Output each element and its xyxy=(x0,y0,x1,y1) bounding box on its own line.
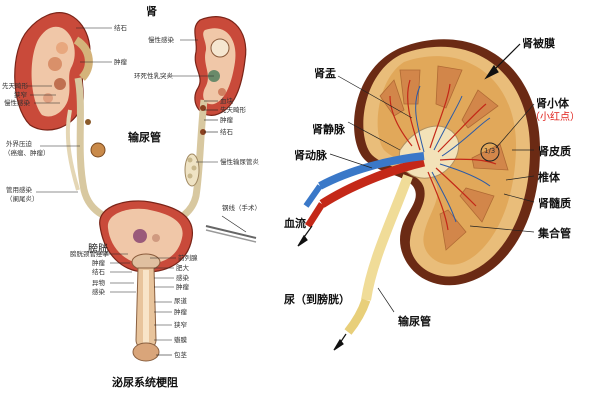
label-r-stone: 结石 xyxy=(220,128,233,136)
label-l-stricture: 狭窄 xyxy=(14,91,27,99)
label-r-cong: 先天畸形 xyxy=(220,106,246,114)
label-ureter-right: 输尿管 xyxy=(398,315,431,328)
label-p-neck: 膀胱颈管痉挛 xyxy=(70,250,109,258)
label-p-infl: 感染 xyxy=(92,288,105,296)
label-l-lower2: （阑尾炎） xyxy=(6,195,39,203)
label-l-tumor: 肿瘤 xyxy=(114,58,127,66)
label-cortex: 肾皮质 xyxy=(538,145,571,158)
label-u-tumor: 肿瘤 xyxy=(174,308,187,316)
label-l-lower: 管用感染 xyxy=(6,186,32,194)
label-p-stone: 结石 xyxy=(92,268,105,276)
label-u-stric: 狭窄 xyxy=(174,321,187,329)
label-bladder: 膀胱 xyxy=(88,244,108,255)
label-blood: 血流 xyxy=(284,217,306,230)
label-u-prep: 包茎 xyxy=(174,351,187,359)
label-r-infl: 慢性感染 xyxy=(148,36,174,44)
kidney-section xyxy=(303,39,540,335)
label-corpuscle: 肾小体 xyxy=(536,97,569,110)
label-vein: 肾静脉 xyxy=(312,123,345,136)
label-pyramid: 椎体 xyxy=(538,171,560,184)
label-r-dil: 慢性输尿管炎 xyxy=(220,158,259,166)
label-r-tb: 环死性乳突炎 xyxy=(134,72,173,80)
label-marker: 1/3 xyxy=(484,147,496,155)
label-r-clot: 血块 xyxy=(220,97,233,105)
label-u-urethra: 尿道 xyxy=(174,297,187,305)
label-artery: 肾动脉 xyxy=(294,149,327,162)
label-l-outer: 外界压迫 xyxy=(6,140,32,148)
label-p-tumor: 肿瘤 xyxy=(92,259,105,267)
left-kidney xyxy=(14,12,93,131)
label-p-tumorb: 肿瘤 xyxy=(176,283,189,291)
label-p-inflb: 感染 xyxy=(176,274,189,282)
label-capsule: 肾被膜 xyxy=(522,37,555,50)
label-ureter-left: 输尿管 xyxy=(128,131,161,144)
label-kidney-top: 肾 xyxy=(146,5,157,18)
label-r-ligate: 钢线（手术） xyxy=(222,204,261,212)
label-p-prost: 前列腺 xyxy=(178,254,198,262)
label-p-foreign: 异物 xyxy=(92,279,105,287)
label-r-tumor: 肿瘤 xyxy=(220,116,233,124)
right-kidney xyxy=(194,16,247,116)
label-p-hyper: 肥大 xyxy=(176,264,189,272)
label-l-infl: 慢性感染 xyxy=(4,99,30,107)
label-pelvis: 肾盂 xyxy=(314,67,336,80)
label-u-valve: 瓣膜 xyxy=(174,336,187,344)
label-corpuscle-note: （小红点） xyxy=(530,112,580,123)
label-l-outer2: （癌瘤、肿瘤） xyxy=(4,149,50,157)
label-collecting: 集合管 xyxy=(538,227,571,240)
label-medulla: 肾髓质 xyxy=(538,197,571,210)
label-l-congenital: 先天畸形 xyxy=(2,82,28,90)
label-l-stone: 结石 xyxy=(114,24,127,32)
figure-caption: 泌尿系统梗阻 xyxy=(112,376,178,389)
label-urine: 尿（到膀胱） xyxy=(284,293,350,306)
